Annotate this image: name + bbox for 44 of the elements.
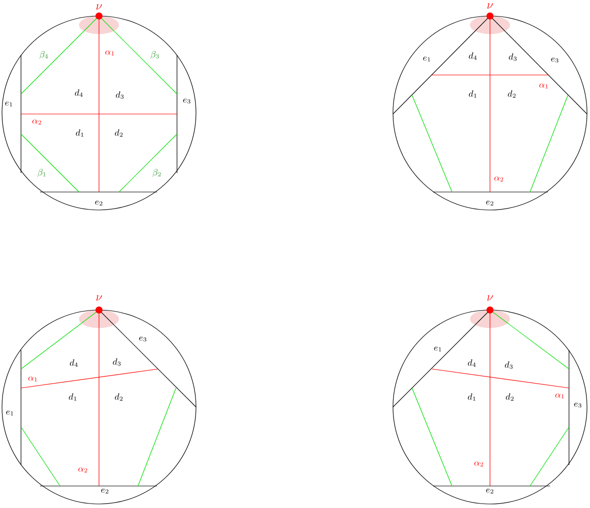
math-label: $d_2$ (508, 90, 516, 98)
math-label: $d_1$ (468, 90, 476, 98)
math-label: $d_1$ (68, 393, 76, 401)
math-label: $\nu$ (487, 295, 493, 301)
math-label: $\beta_2$ (152, 168, 161, 177)
math-label: $e_1$ (434, 346, 442, 352)
math-label: $\alpha_2$ (32, 119, 42, 124)
math-label: $d_3$ (116, 91, 124, 99)
math-label: $\alpha_2$ (494, 176, 504, 182)
math-label: $\alpha_2$ (474, 461, 484, 466)
math-label: $e_3$ (139, 336, 146, 342)
math-label: $\alpha_1$ (28, 376, 37, 382)
math-label: $\beta_3$ (150, 50, 159, 59)
math-label: $\alpha_1$ (555, 393, 564, 398)
math-label: $d_2$ (114, 129, 123, 137)
math-label: $\beta_1$ (38, 168, 46, 177)
math-label: $d_4$ (74, 89, 83, 97)
math-label: $d_1$ (468, 393, 476, 401)
math-label: $e_2$ (101, 488, 108, 494)
math-label: $d_3$ (112, 358, 121, 366)
math-label: $e_2$ (95, 200, 102, 206)
math-label: $e_3$ (551, 57, 558, 63)
math-label: $d_4$ (468, 359, 476, 367)
math-label: $d_4$ (468, 52, 477, 60)
math-label: $e_1$ (6, 410, 14, 416)
math-label: $e_1$ (423, 56, 430, 62)
math-label: $\alpha_2$ (78, 467, 88, 472)
math-label: $e_1$ (5, 101, 12, 106)
math-label: $\nu$ (96, 4, 102, 10)
math-label: $\beta_4$ (40, 50, 48, 59)
math-label: $\alpha_1$ (105, 50, 114, 56)
math-label: $d_3$ (508, 53, 517, 61)
math-label: $d_3$ (504, 361, 513, 369)
math-label: $e_2$ (486, 200, 494, 206)
math-label: $d_2$ (114, 393, 123, 401)
math-label: $e_2$ (486, 488, 494, 494)
math-label: $d_2$ (506, 393, 514, 401)
math-label: $d_1$ (76, 129, 84, 137)
math-label: $\alpha_1$ (539, 83, 548, 88)
math-label: $e_3$ (183, 98, 190, 104)
math-label: $d_4$ (70, 359, 78, 367)
math-label: $\nu$ (487, 3, 493, 9)
math-label: $e_3$ (574, 402, 582, 408)
math-label: $\nu$ (96, 295, 102, 301)
